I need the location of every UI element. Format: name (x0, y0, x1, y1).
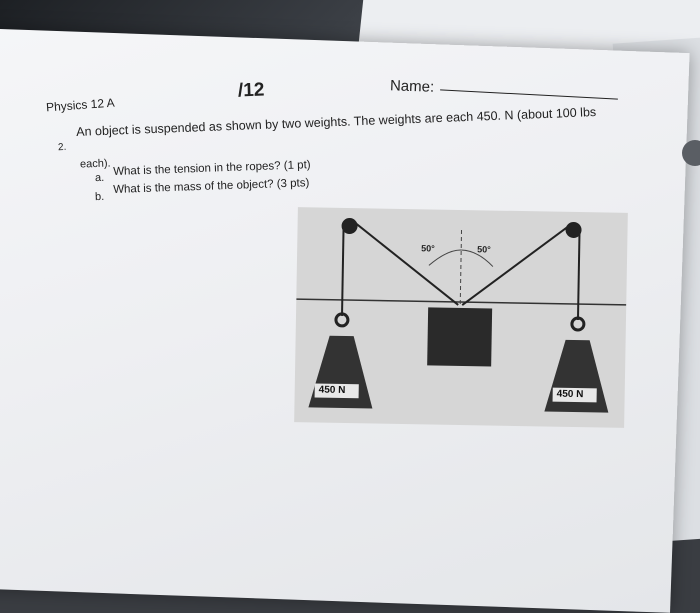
question-text-continued: each). (79, 157, 111, 171)
left-angle-arc (428, 249, 462, 266)
vertical-reference-line (459, 229, 463, 305)
part-b-letter: b. (94, 190, 105, 204)
right-weight-label: 450 N (556, 388, 584, 401)
binder-hole (682, 140, 700, 166)
right-angle-label: 50° (477, 244, 491, 255)
hanging-object (427, 307, 493, 367)
right-vertical-rope (576, 230, 581, 321)
question-number: 2. (57, 141, 67, 154)
left-rope (351, 219, 459, 306)
left-weight-label: 450 N (318, 384, 346, 396)
left-hook (334, 312, 350, 328)
part-a-letter: a. (94, 171, 105, 185)
left-angle-label: 50° (421, 243, 435, 254)
horizontal-reference-line (296, 298, 627, 306)
score-label: /12 (237, 79, 265, 102)
right-angle-arc (461, 249, 494, 267)
diagram-drawing (296, 218, 627, 413)
name-label: Name: (389, 77, 435, 96)
left-weight-label-bg (314, 383, 359, 399)
right-hook (570, 316, 586, 332)
right-rope (461, 223, 573, 306)
left-vertical-rope (341, 225, 345, 316)
worksheet: Physics 12 A /12 Name: 2. An object is s… (0, 28, 700, 613)
pulley-diagram: 50° 50° 450 N 450 N (294, 207, 628, 428)
right-weight-label-bg (552, 387, 597, 403)
